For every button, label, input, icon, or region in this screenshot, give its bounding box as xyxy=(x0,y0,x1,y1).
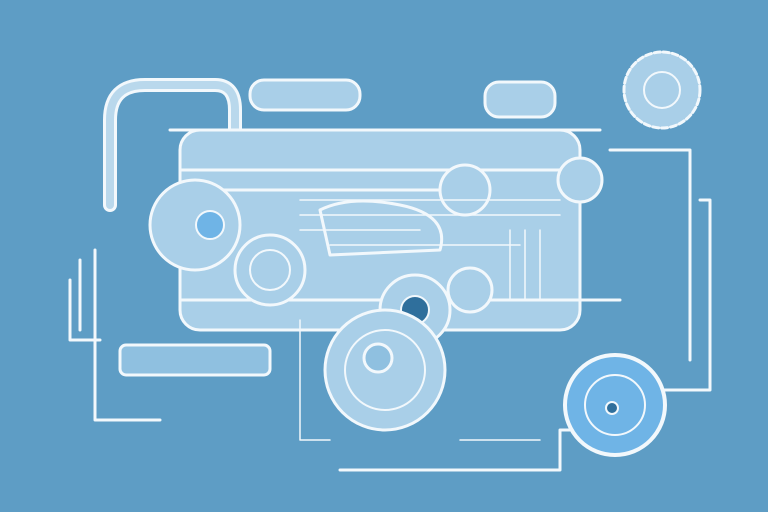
exhaust-pipe xyxy=(118,343,272,377)
fuel-rail xyxy=(168,128,622,302)
left-pipe xyxy=(68,248,162,422)
gear-right xyxy=(446,266,494,314)
intake-manifold xyxy=(318,199,443,257)
intake-pipe-inner xyxy=(106,81,239,209)
gear-top-right xyxy=(556,156,604,204)
air-filter xyxy=(248,78,362,112)
gear-top-corner xyxy=(622,50,702,130)
turbo xyxy=(438,163,492,217)
oil-cap xyxy=(483,80,557,119)
gear-center xyxy=(233,233,307,307)
